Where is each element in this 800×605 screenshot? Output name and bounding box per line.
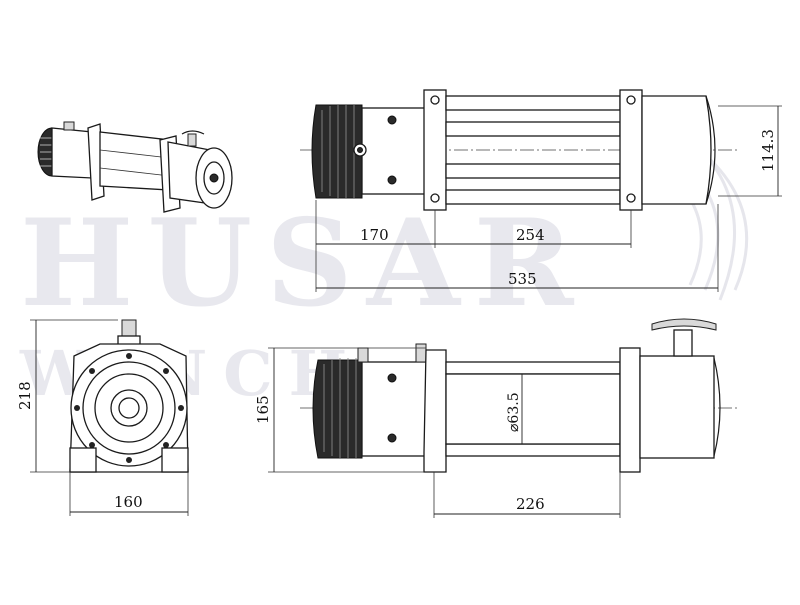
right-flange-top: [619, 89, 643, 211]
gearbox-top: [641, 95, 712, 205]
motor-body-side: [361, 361, 433, 457]
dim-165: 165: [254, 395, 272, 424]
motor-cap-side: [312, 359, 363, 459]
dim-drum-diameter: ⌀63.5: [506, 392, 522, 432]
side-view: ⌀63.5 165 226: [254, 318, 740, 518]
front-view: 218 160: [16, 319, 189, 516]
dim-254: 254: [516, 226, 545, 244]
dim-535: 535: [508, 270, 537, 288]
motor-cap-top: [311, 104, 363, 199]
dim-160: 160: [114, 493, 143, 511]
top-view: 170 254 535 114.3: [300, 89, 782, 292]
watermark-brand: HUSAR: [20, 193, 588, 334]
dim-218: 218: [16, 381, 34, 410]
isometric-view: [37, 121, 233, 213]
dim-114-3: 114.3: [759, 129, 777, 172]
left-flange-top: [423, 89, 447, 211]
dim-226: 226: [516, 495, 545, 513]
dim-170: 170: [360, 226, 389, 244]
